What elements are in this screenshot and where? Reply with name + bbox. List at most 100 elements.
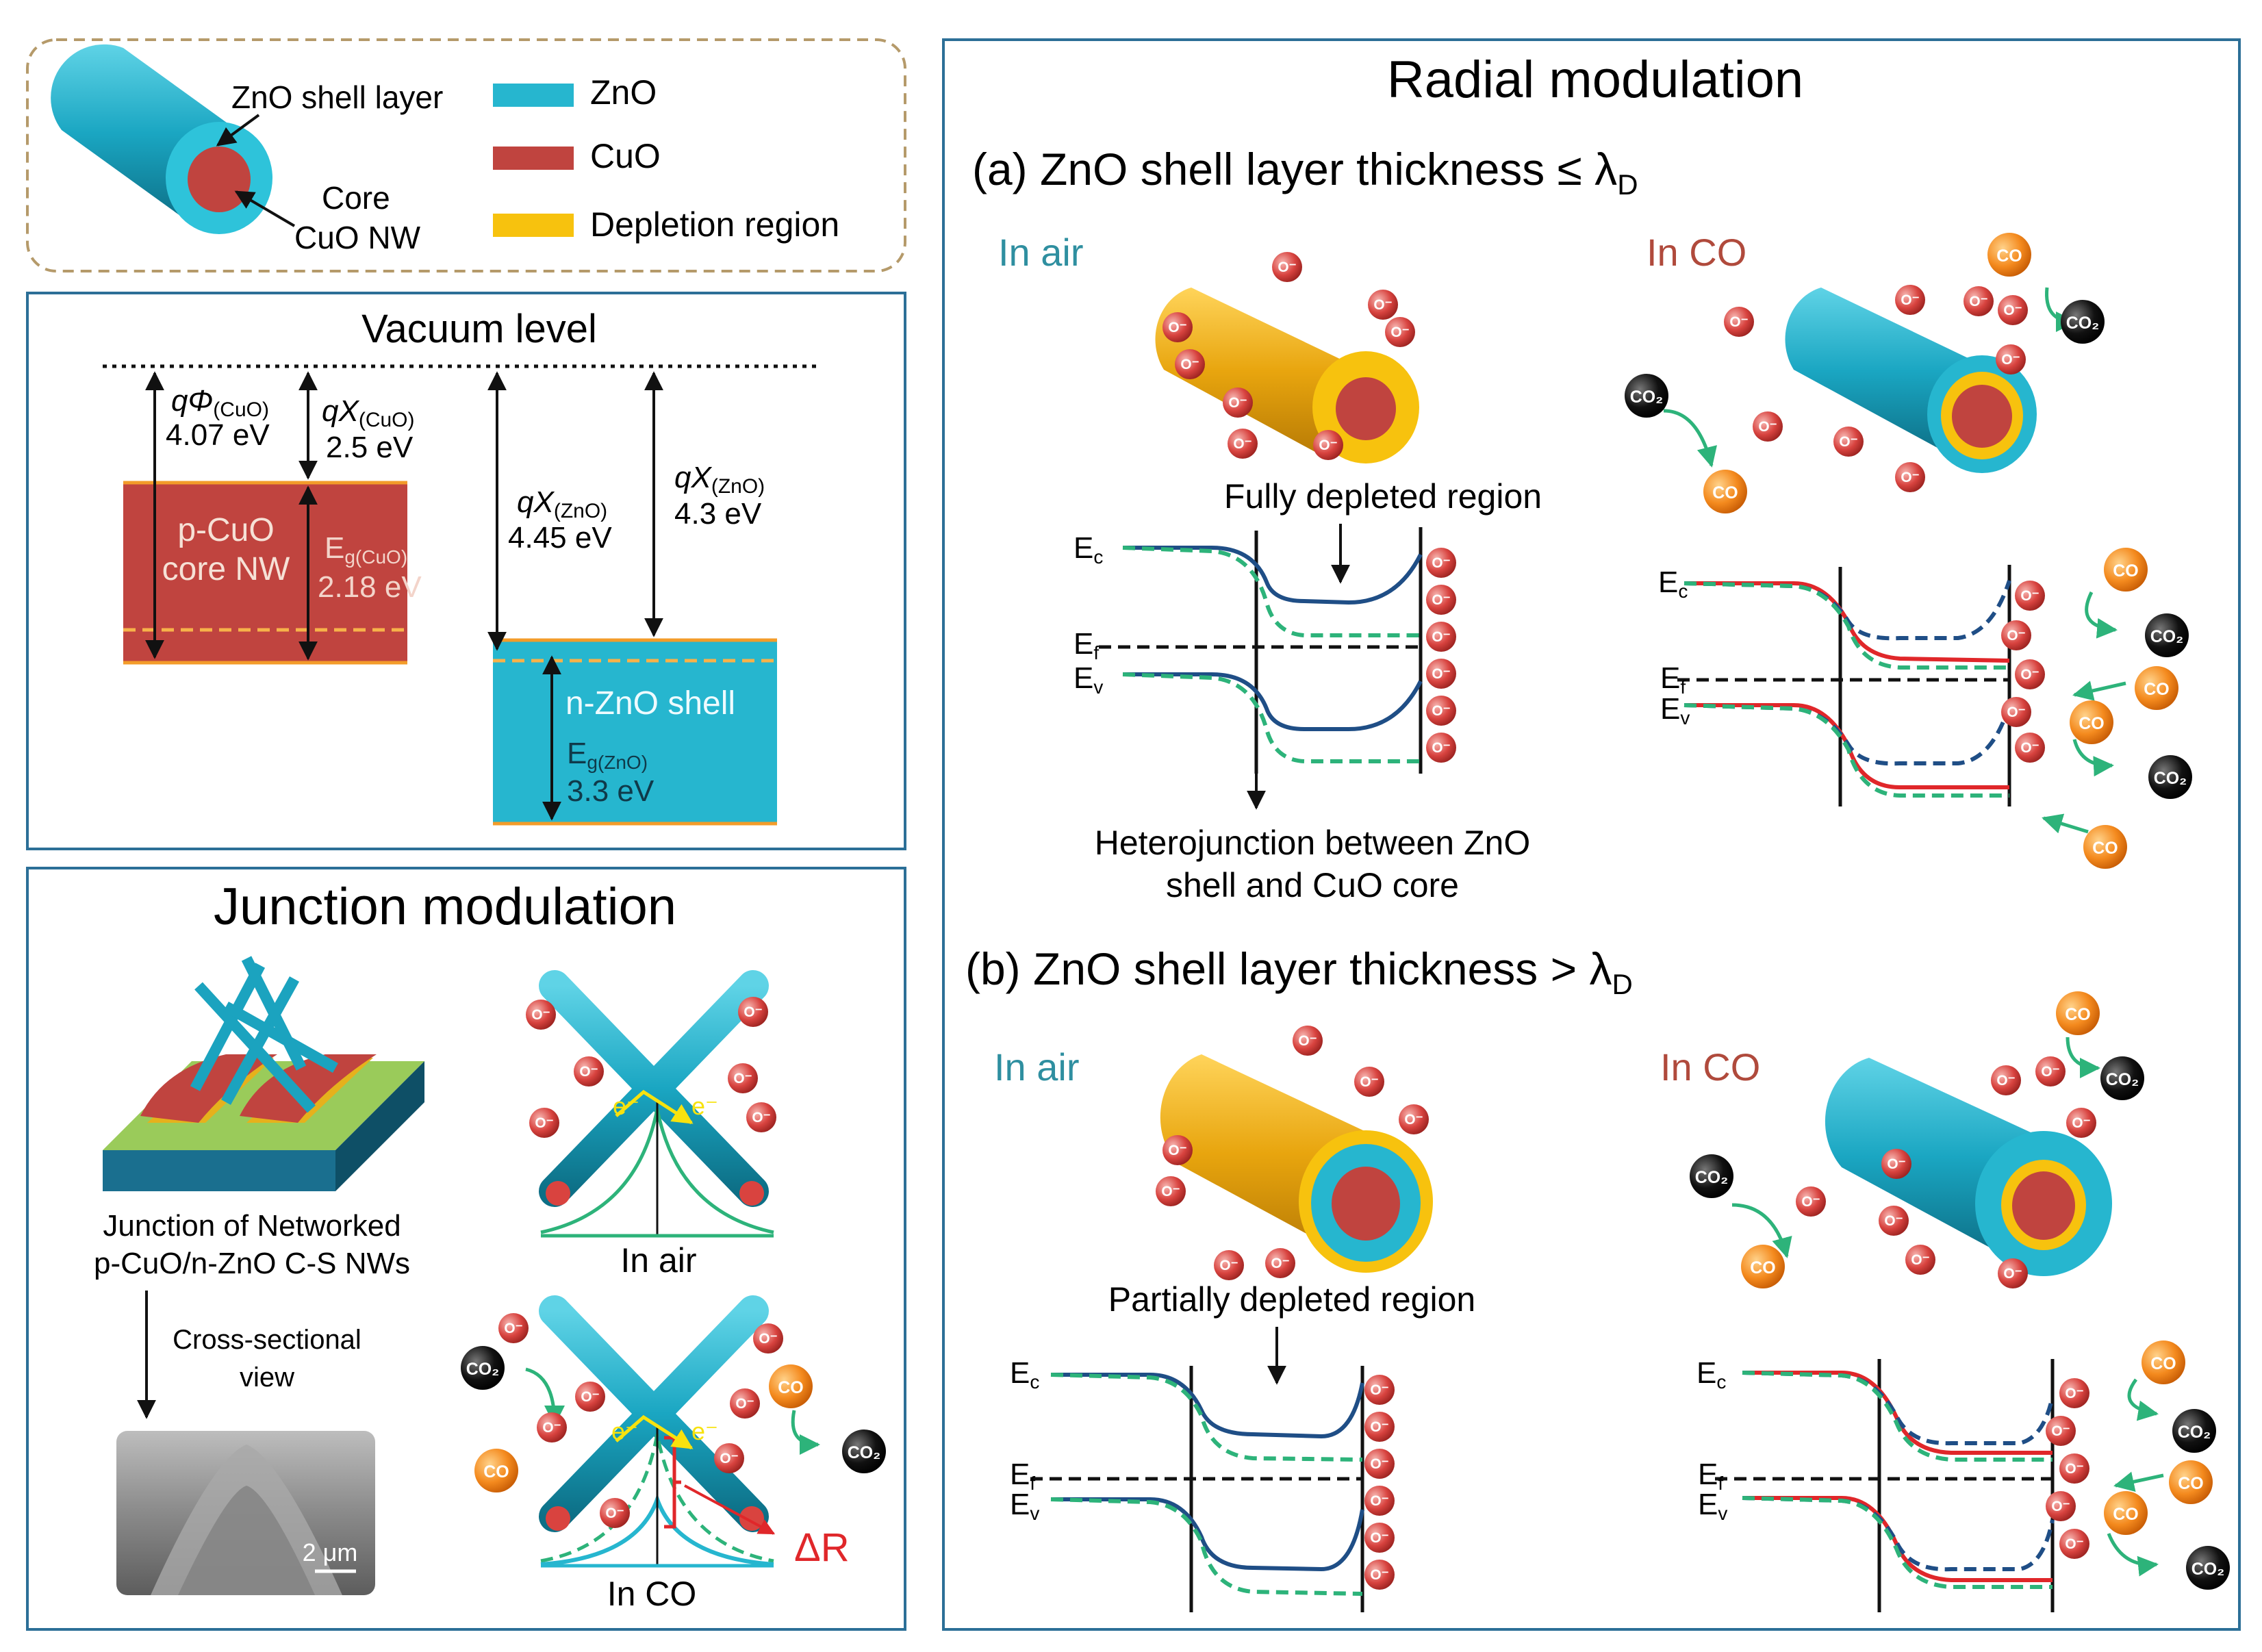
svg-text:O⁻: O⁻ xyxy=(1370,1530,1388,1546)
oxygen-ion-icon: O⁻ xyxy=(1724,307,1754,337)
svg-text:O⁻: O⁻ xyxy=(542,1420,561,1436)
oxygen-ion-icon: O⁻ xyxy=(2035,1056,2066,1086)
device-caption-1: Junction of Networked xyxy=(103,1209,401,1243)
junction-in-co-label: In CO xyxy=(607,1575,697,1613)
legend-depletion-swatch xyxy=(493,214,574,237)
oxygen-ion-icon: O⁻ xyxy=(1313,430,1343,460)
junction-in-air-label: In air xyxy=(620,1241,696,1280)
co-molecule-icon: CO xyxy=(2083,825,2127,869)
svg-text:O⁻: O⁻ xyxy=(1801,1194,1820,1210)
b-co-ec-label: Ec xyxy=(1696,1356,1726,1393)
svg-text:O⁻: O⁻ xyxy=(2020,588,2039,604)
svg-text:O⁻: O⁻ xyxy=(1432,703,1450,719)
svg-text:O⁻: O⁻ xyxy=(2065,1461,2083,1477)
svg-text:CO: CO xyxy=(778,1378,803,1397)
legend-core-label-1: Core xyxy=(322,180,390,216)
oxygen-ion-icon: O⁻ xyxy=(1364,1449,1395,1479)
legend-cuo-swatch xyxy=(493,147,574,170)
legend-shell-label: ZnO shell layer xyxy=(231,79,443,115)
svg-text:O⁻: O⁻ xyxy=(1758,419,1777,435)
a-co-ec-label: Ec xyxy=(1658,566,1688,602)
electron-label-air-1: e⁻ xyxy=(613,1092,639,1120)
a-in-co-label: In CO xyxy=(1647,231,1746,274)
molecule-layer: O⁻ O⁻ O⁻ O⁻ O⁻ O⁻ O⁻ O⁻ O⁻ O⁻ O⁻ O⁻ O⁻ O⁻ O⁻ O⁻ O⁻ O⁻ O⁻ O⁻… xyxy=(461,233,2230,1590)
co2-molecule-icon: CO₂ xyxy=(1625,374,1668,418)
svg-text:CO₂: CO₂ xyxy=(848,1443,881,1462)
oxygen-ion-icon: O⁻ xyxy=(1364,1412,1395,1442)
svg-text:CO₂: CO₂ xyxy=(1695,1168,1729,1187)
oxygen-ion-icon: O⁻ xyxy=(1214,1250,1244,1280)
b-co-nanowire xyxy=(1825,1058,2112,1276)
svg-text:O⁻: O⁻ xyxy=(504,1321,522,1336)
co2-molecule-icon: CO₂ xyxy=(2148,755,2192,799)
svg-text:O⁻: O⁻ xyxy=(1233,436,1251,452)
legend-panel: ZnO shell layer Core CuO NW ZnO CuO Depl… xyxy=(26,38,906,272)
svg-text:O⁻: O⁻ xyxy=(1219,1258,1238,1273)
oxygen-ion-icon: O⁻ xyxy=(537,1412,567,1443)
a-co-ev-label: Ev xyxy=(1660,692,1690,728)
a-air-ev-label: Ev xyxy=(1073,661,1103,698)
oxygen-ion-icon: O⁻ xyxy=(1162,312,1193,342)
svg-text:O⁻: O⁻ xyxy=(1996,1073,2015,1089)
radial-panel-border xyxy=(942,38,2241,1631)
svg-text:O⁻: O⁻ xyxy=(1839,434,1857,450)
svg-text:O⁻: O⁻ xyxy=(1228,395,1247,411)
svg-text:O⁻: O⁻ xyxy=(2051,1423,2070,1439)
oxygen-ion-icon: O⁻ xyxy=(1998,1258,2028,1288)
oxygen-ion-icon: O⁻ xyxy=(1833,427,1864,457)
radial-b-heading: (b) ZnO shell layer thickness > λD xyxy=(965,943,1633,1000)
q-chi-cuo-label: qX(CuO) xyxy=(322,394,415,431)
delta-r-label: ΔR xyxy=(794,1525,850,1570)
band-labels: Ec Ef Ev Ec Ef Ev Ec Ef Ev Ec Ef Ev xyxy=(1010,531,1727,1524)
svg-text:O⁻: O⁻ xyxy=(1901,292,1919,308)
oxygen-ion-icon: O⁻ xyxy=(1881,1149,1911,1179)
svg-text:O⁻: O⁻ xyxy=(581,1389,599,1405)
oxygen-ion-icon: O⁻ xyxy=(1426,733,1456,763)
svg-text:O⁻: O⁻ xyxy=(1884,1213,1903,1229)
oxygen-ion-icon: O⁻ xyxy=(738,997,768,1027)
oxygen-ion-icon: O⁻ xyxy=(1426,585,1456,615)
oxygen-ion-icon: O⁻ xyxy=(1368,290,1398,320)
svg-text:O⁻: O⁻ xyxy=(1278,259,1296,275)
svg-text:O⁻: O⁻ xyxy=(1271,1256,1289,1271)
svg-text:O⁻: O⁻ xyxy=(2065,1386,2083,1401)
co-molecule-icon: CO xyxy=(2056,991,2100,1035)
svg-text:CO: CO xyxy=(2113,1505,2138,1524)
co-molecule-icon: CO xyxy=(2142,1340,2185,1384)
svg-text:CO₂: CO₂ xyxy=(466,1360,500,1379)
electron-label-co-2: e⁻ xyxy=(691,1417,718,1445)
a-air-ef-label: Ef xyxy=(1073,627,1099,663)
cuo-block-label-2: core NW xyxy=(162,551,290,587)
heterojunction-label-2: shell and CuO core xyxy=(1166,866,1459,904)
a-co-nanowire xyxy=(1785,288,2037,473)
q-chi-zno-a-value: 4.45 eV xyxy=(508,521,612,555)
svg-text:O⁻: O⁻ xyxy=(1390,325,1409,340)
svg-text:CO: CO xyxy=(2092,839,2118,858)
sem-image xyxy=(116,1431,375,1595)
b-air-ec-label: Ec xyxy=(1010,1356,1039,1393)
svg-text:O⁻: O⁻ xyxy=(579,1064,598,1080)
svg-text:CO₂: CO₂ xyxy=(2178,1423,2211,1442)
oxygen-ion-icon: O⁻ xyxy=(1156,1176,1186,1206)
co-molecule-icon: CO xyxy=(1987,233,2031,277)
oxygen-ion-icon: O⁻ xyxy=(2015,659,2045,689)
q-chi-zno-a-label: qX(ZnO) xyxy=(517,485,607,522)
svg-text:O⁻: O⁻ xyxy=(1432,666,1450,682)
oxygen-ion-icon: O⁻ xyxy=(1998,295,2028,325)
svg-text:O⁻: O⁻ xyxy=(2051,1499,2070,1514)
legend-zno-label: ZnO xyxy=(590,73,657,112)
band-panel: Vacuum level p-CuO core NW Eg(CuO) 2.18 … xyxy=(26,292,906,850)
svg-text:O⁻: O⁻ xyxy=(752,1110,770,1126)
oxygen-ion-icon: O⁻ xyxy=(1364,1486,1395,1516)
oxygen-ion-icon: O⁻ xyxy=(1991,1065,2021,1095)
b-in-air-label: In air xyxy=(994,1045,1080,1089)
junction-title: Junction modulation xyxy=(214,878,676,936)
junction-panel: Junction modulation Junction of Networke… xyxy=(26,867,906,1631)
b-in-co-label: In CO xyxy=(1660,1045,1760,1089)
co-molecule-icon: CO xyxy=(1703,470,1747,513)
svg-text:O⁻: O⁻ xyxy=(1432,740,1450,756)
oxygen-ion-icon: O⁻ xyxy=(600,1498,630,1528)
co-molecule-icon: CO xyxy=(2135,666,2178,710)
co2-molecule-icon: CO₂ xyxy=(461,1346,505,1390)
